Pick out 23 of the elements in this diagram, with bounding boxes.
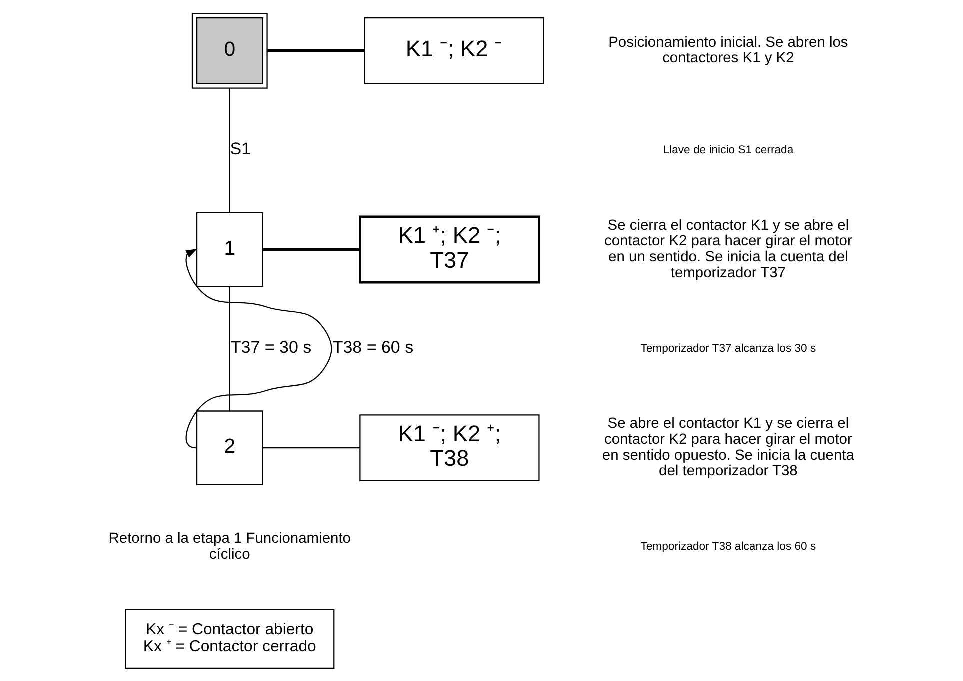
node-box: K1 ⁺; K2 ⁻; T37 — [358, 215, 540, 284]
connector — [262, 248, 360, 251]
connector — [267, 49, 364, 52]
label: Posicionamiento inicial. Se abren los contactores K1 y K2 — [608, 34, 848, 66]
node-box: Kx ⁻ = Contactor abierto Kx ⁺ = Contactor cerrado — [124, 608, 334, 669]
label: Temporizador T38 alcanza los 60 s — [640, 540, 816, 553]
connector — [228, 88, 230, 212]
label: Retorno a la etapa 1 Funcionamiento cíclico — [108, 530, 350, 563]
label: Temporizador T37 alcanza los 30 s — [640, 342, 816, 354]
edge-label: T38 = 60 s — [332, 337, 414, 356]
connector — [262, 447, 360, 448]
node-box: 1 — [196, 212, 263, 287]
edge-label: T37 = 30 s — [230, 337, 312, 356]
node-box: 2 — [196, 410, 263, 485]
label: Se abre el contactor K1 y se cierra el contactor K2 para hacer girar el motor en sentido opuesto. Se inicia la cuenta del temporizador T38 — [602, 416, 854, 480]
node-box: K1 ⁻; K2 ⁻ — [364, 17, 544, 84]
label: Se cierra el contactor K1 y se abre el contactor K2 para hacer girar el motor en un sentido. Se inicia la cuenta del temporizador T37 — [604, 217, 852, 281]
edge-label: S1 — [230, 139, 251, 158]
node-box: K1 ⁻; K2 ⁺; T38 — [359, 414, 540, 481]
connector — [228, 286, 230, 411]
arrow — [185, 248, 332, 448]
label: Llave de inicio S1 cerrada — [662, 144, 794, 156]
node-box: 0 — [191, 12, 268, 88]
